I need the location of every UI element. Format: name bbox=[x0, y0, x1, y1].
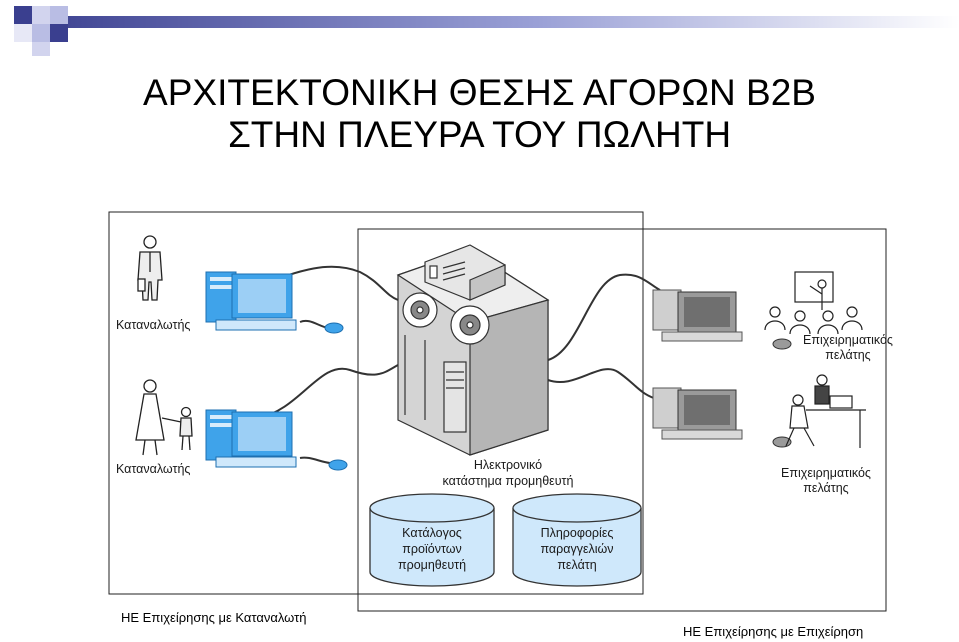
label-business-top-line1: Επιχειρηματικός bbox=[803, 333, 893, 347]
label-db-orders-line3: πελάτη bbox=[557, 558, 596, 572]
db-catalog-icon bbox=[369, 493, 495, 587]
slide-title-line-1: ΑΡΧΙΤΕΚΤΟΝΙΚΗ ΘΕΣΗΣ ΑΓΟΡΩΝ Β2Β bbox=[143, 72, 816, 113]
label-db-catalog-line1: Κατάλογος bbox=[402, 526, 462, 540]
slide-title-line-2: ΣΤΗΝ ΠΛΕΥΡΑ ΤΟΥ ΠΩΛΗΤΗ bbox=[227, 114, 732, 155]
label-db-catalog-line2: προϊόντων bbox=[402, 542, 461, 556]
cable-mouse-bottom bbox=[299, 456, 331, 464]
db-orders-icon bbox=[512, 493, 642, 587]
label-db-orders-line2: παραγγελιών bbox=[540, 542, 613, 556]
consumer-man-icon bbox=[137, 235, 163, 301]
b2b-boundary bbox=[357, 228, 887, 612]
label-consumer-top: Καταναλωτής bbox=[116, 318, 190, 332]
computer-icon-business-top bbox=[652, 289, 792, 350]
computer-icon-consumer-top bbox=[205, 271, 344, 334]
label-db-orders-line1: Πληροφορίες bbox=[541, 526, 614, 540]
footer-b2b-label: ΗΕ Επιχείρησης με Επιχείρηση bbox=[683, 624, 864, 639]
server-icon bbox=[396, 244, 550, 456]
header-decoration bbox=[14, 6, 959, 56]
label-consumer-bottom: Καταναλωτής bbox=[116, 462, 190, 476]
label-business-bottom-line1: Επιχειρηματικός bbox=[781, 466, 871, 480]
label-server-line2: κατάστημα προμηθευτή bbox=[443, 474, 574, 488]
footer-b2c-label: ΗΕ Επιχείρησης με Καταναλωτή bbox=[121, 610, 307, 625]
cable-mouse-top bbox=[299, 319, 329, 329]
cable-business-top bbox=[547, 273, 661, 361]
label-business-bottom-line2: πελάτης bbox=[803, 481, 848, 495]
business-meeting-icon bbox=[764, 271, 863, 335]
business-desk-worker-icon bbox=[785, 374, 866, 448]
b2c-boundary bbox=[108, 211, 644, 595]
consumer-family-icon bbox=[135, 379, 193, 456]
cable-consumer-bottom bbox=[257, 364, 399, 419]
slide-title: ΑΡΧΙΤΕΚΤΟΝΙΚΗ ΘΕΣΗΣ ΑΓΟΡΩΝ Β2Β ΣΤΗΝ ΠΛΕΥ… bbox=[0, 72, 959, 156]
label-db-catalog-line3: προμηθευτή bbox=[398, 558, 466, 572]
cable-business-bottom bbox=[547, 368, 661, 401]
computer-icon-consumer-bottom bbox=[205, 409, 348, 471]
label-server-line1: Ηλεκτρονικό bbox=[474, 458, 542, 472]
label-business-top-line2: πελάτης bbox=[825, 348, 870, 362]
computer-icon-business-bottom bbox=[652, 387, 792, 448]
